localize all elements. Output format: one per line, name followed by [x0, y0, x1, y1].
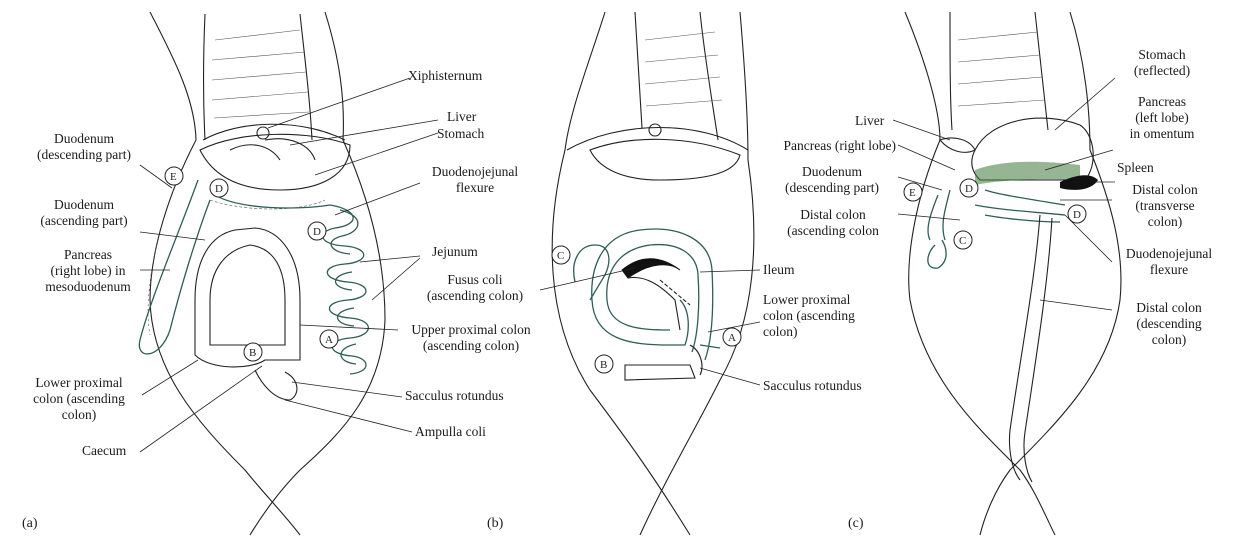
marker-e-a: E [165, 167, 183, 185]
marker-d-a2: D [308, 222, 326, 240]
svg-text:D: D [965, 183, 973, 195]
label-sacculus-a: Sacculus rotundus [405, 388, 504, 404]
svg-text:A: A [728, 332, 736, 344]
marker-b-a: B [244, 343, 262, 361]
label-distal-ascending-c: Distal colon (ascending colon [768, 207, 898, 239]
label-pancreas-a: Pancreas (right lobe) in mesoduodenum [36, 247, 140, 295]
panel-letter-b: (b) [487, 516, 503, 532]
panel-a-drawing [139, 12, 438, 535]
pancreas-a [148, 230, 160, 335]
panel-letter-a: (a) [22, 516, 38, 532]
label-liver-a: Liver [447, 109, 476, 125]
descending-colon-c [1009, 215, 1040, 480]
label-duodenum-desc-c: Duodenum (descending part) [762, 164, 902, 196]
label-pancreas-right-c: Pancreas (right lobe) [730, 138, 896, 154]
marker-a-a: A [320, 330, 338, 348]
body-outline-a-right [250, 12, 385, 535]
label-stomach-a: Stomach [437, 126, 484, 142]
svg-text:B: B [600, 359, 607, 371]
panel-b-drawing [540, 12, 760, 535]
label-duodenum-desc-a: Duodenum (descending part) [28, 131, 140, 163]
body-outline-a [150, 12, 300, 535]
svg-text:D: D [313, 226, 321, 238]
label-caecum-a: Caecum [82, 443, 126, 459]
svg-text:D: D [215, 183, 223, 195]
svg-text:C: C [959, 235, 966, 247]
panel-a-markers: E D D A B [165, 167, 338, 361]
marker-c-c: C [954, 231, 972, 249]
label-liver-c: Liver [855, 113, 884, 129]
label-stomach-c: Stomach (reflected) [1112, 47, 1212, 79]
svg-text:D: D [1073, 209, 1081, 221]
label-distal-descending-c: Distal colon (descending colon) [1110, 300, 1228, 348]
label-ileum-b: Ileum [763, 262, 795, 278]
marker-e-c: E [904, 183, 922, 201]
panel-letter-c: (c) [848, 516, 864, 532]
fusus-coli-b [622, 259, 680, 278]
svg-text:C: C [557, 250, 564, 262]
marker-d-c2: D [1068, 205, 1086, 223]
label-duodenojejunal-a: Duodenojejunal flexure [420, 164, 530, 196]
svg-text:E: E [909, 187, 916, 199]
label-fusus-b: Fusus coli (ascending colon) [410, 272, 540, 304]
label-jejunum-a: Jejunum [432, 244, 478, 260]
label-spleen-c: Spleen [1117, 160, 1154, 176]
label-duodenojejunal-c: Duodenojejunal flexure [1110, 246, 1228, 278]
marker-b-b: B [595, 355, 613, 373]
svg-text:B: B [249, 347, 256, 359]
label-lower-proximal-a: Lower proximal colon (ascending colon) [18, 375, 140, 423]
label-sacculus-b: Sacculus rotundus [763, 378, 862, 394]
marker-d-c1: D [960, 179, 978, 197]
label-pancreas-left-c: Pancreas (left lobe) in omentum [1112, 94, 1212, 142]
marker-d-a1: D [210, 179, 228, 197]
svg-text:E: E [170, 171, 177, 183]
label-duodenum-asc-a: Duodenum (ascending part) [28, 197, 140, 229]
marker-a-b: A [723, 328, 741, 346]
label-upper-proximal-a: Upper proximal colon (ascending colon) [396, 322, 546, 354]
label-xiphisternum: Xiphisternum [408, 68, 482, 84]
marker-c-b: C [552, 246, 570, 264]
panel-c-drawing [893, 12, 1121, 535]
label-distal-transverse-c: Distal colon (transverse colon) [1110, 182, 1220, 230]
label-lower-proximal-b: Lower proximal colon (ascending colon) [763, 292, 855, 340]
label-ampulla-a: Ampulla coli [415, 424, 486, 440]
svg-text:A: A [325, 334, 333, 346]
